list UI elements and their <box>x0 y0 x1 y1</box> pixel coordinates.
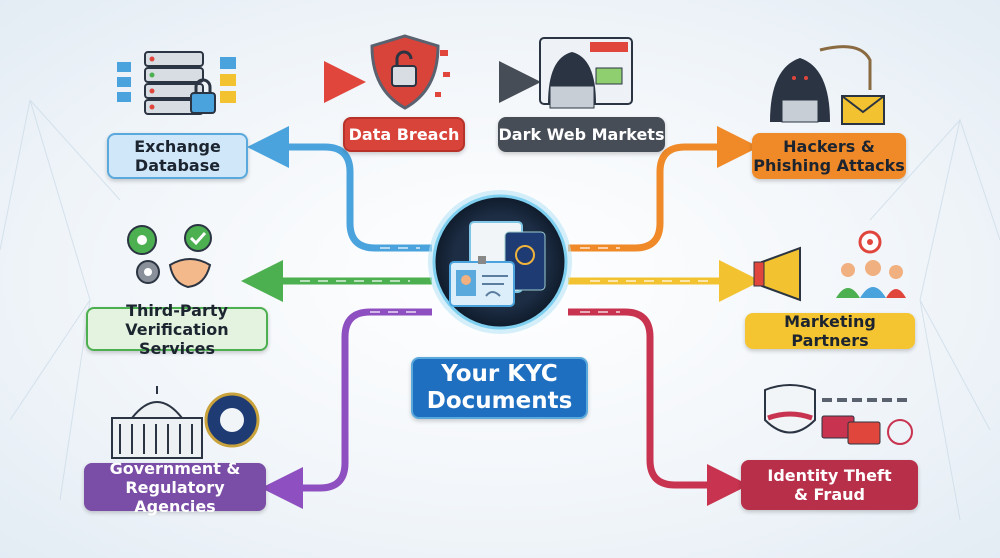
kyc-title-1: Your KYC <box>441 361 558 387</box>
dark-web-markets-label: Dark Web Markets <box>498 125 665 144</box>
hackers-label-1: Hackers & <box>783 137 875 156</box>
mask-cards-fingerprint-icon <box>764 384 913 445</box>
megaphone-people-target-icon <box>753 230 906 302</box>
government-label-1: Government & <box>109 458 241 478</box>
identity-theft-box: Identity Theft& Fraud <box>741 460 918 510</box>
background-network <box>0 99 1000 521</box>
dark-web-markets-box: Dark Web Markets <box>498 117 665 152</box>
exchange-database-label-2: Database <box>134 156 221 175</box>
flow-to-government <box>261 308 432 509</box>
flow-to-hackers <box>568 126 759 252</box>
exchange-database-label-1: Exchange <box>134 137 221 156</box>
hacker-fishing-email-icon <box>770 45 885 125</box>
marketing-partners-box: Marketing Partners <box>745 312 915 350</box>
server-database-lock-icon <box>117 51 236 115</box>
flow-to-identity-theft <box>568 308 749 506</box>
kyc-documents-icon <box>428 190 572 334</box>
third-party-label-1: Third-Party <box>126 300 228 320</box>
identity-theft-label-1: Identity Theft <box>767 466 892 485</box>
broken-shield-lock-icon <box>370 34 450 110</box>
gears-handshake-check-icon <box>127 224 212 289</box>
kyc-title-2: Documents <box>426 388 573 414</box>
government-label-2: Regulatory Agencies <box>125 477 225 516</box>
hooded-hacker-laptop-shop-icon <box>539 37 633 109</box>
capitol-building-seal-icon <box>111 386 260 459</box>
identity-theft-label-2: & Fraud <box>794 485 865 504</box>
third-party-label-2: Verification Services <box>125 319 229 358</box>
flow-to-exchange-database <box>247 126 432 252</box>
government-box: Government &Regulatory Agencies <box>84 459 266 516</box>
hackers-label-2: Phishing Attacks <box>753 156 905 175</box>
data-breach-box: Data Breach <box>343 117 465 152</box>
hackers-phishing-box: Hackers &Phishing Attacks <box>752 133 906 179</box>
marketing-partners-label: Marketing Partners <box>784 312 876 350</box>
data-breach-label: Data Breach <box>348 125 460 144</box>
